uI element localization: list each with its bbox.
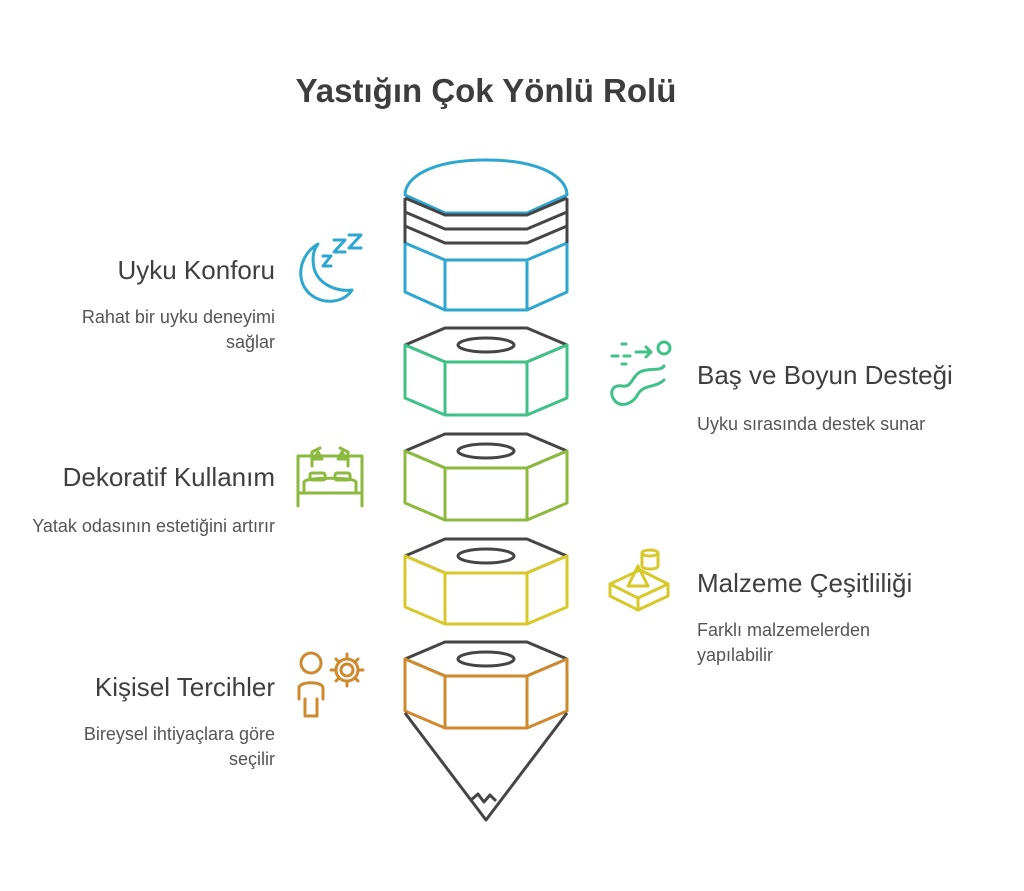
pencil-ferrule: [403, 196, 569, 245]
prism-segment-teal: [403, 326, 569, 417]
label-malzeme-cesitliligi: Malzeme Çeşitliliği: [697, 568, 913, 598]
label-uyku-konforu: Uyku Konforu: [117, 255, 275, 285]
moon-zzz-icon: [299, 233, 363, 303]
label-bas-boyun-destegi: Baş ve Boyun Desteği: [697, 360, 953, 390]
bedroom-icon: [296, 446, 364, 508]
person-gear-icon: [297, 651, 365, 718]
label-dekoratif-kullanim: Dekoratif Kullanım: [62, 462, 275, 492]
desc-dekoratif-kullanim: Yatak odasının estetiğini artırır: [32, 516, 275, 536]
prism-segment-orange: [403, 640, 569, 730]
desc-malzeme-cesitliligi: Farklı malzemelerden yapılabilir: [697, 620, 871, 665]
desc-uyku-konforu: Rahat bir uyku deneyimi sağlar: [81, 307, 275, 352]
pencil-tip: [403, 712, 569, 822]
desc-kisisel-tercihler: Bireysel ihtiyaçlara göre seçilir: [83, 724, 275, 769]
diagram-title: Yastığın Çok Yönlü Rolü: [295, 72, 677, 109]
shapes-icon: [608, 548, 670, 612]
prism-segment-green: [403, 432, 569, 522]
neck-support-icon: [610, 340, 672, 406]
label-kisisel-tercihler: Kişisel Tercihler: [94, 672, 275, 702]
pencil-eraser-segment: [403, 158, 569, 312]
desc-bas-boyun-destegi: Uyku sırasında destek sunar: [697, 414, 926, 434]
prism-segment-yellow: [403, 537, 569, 626]
